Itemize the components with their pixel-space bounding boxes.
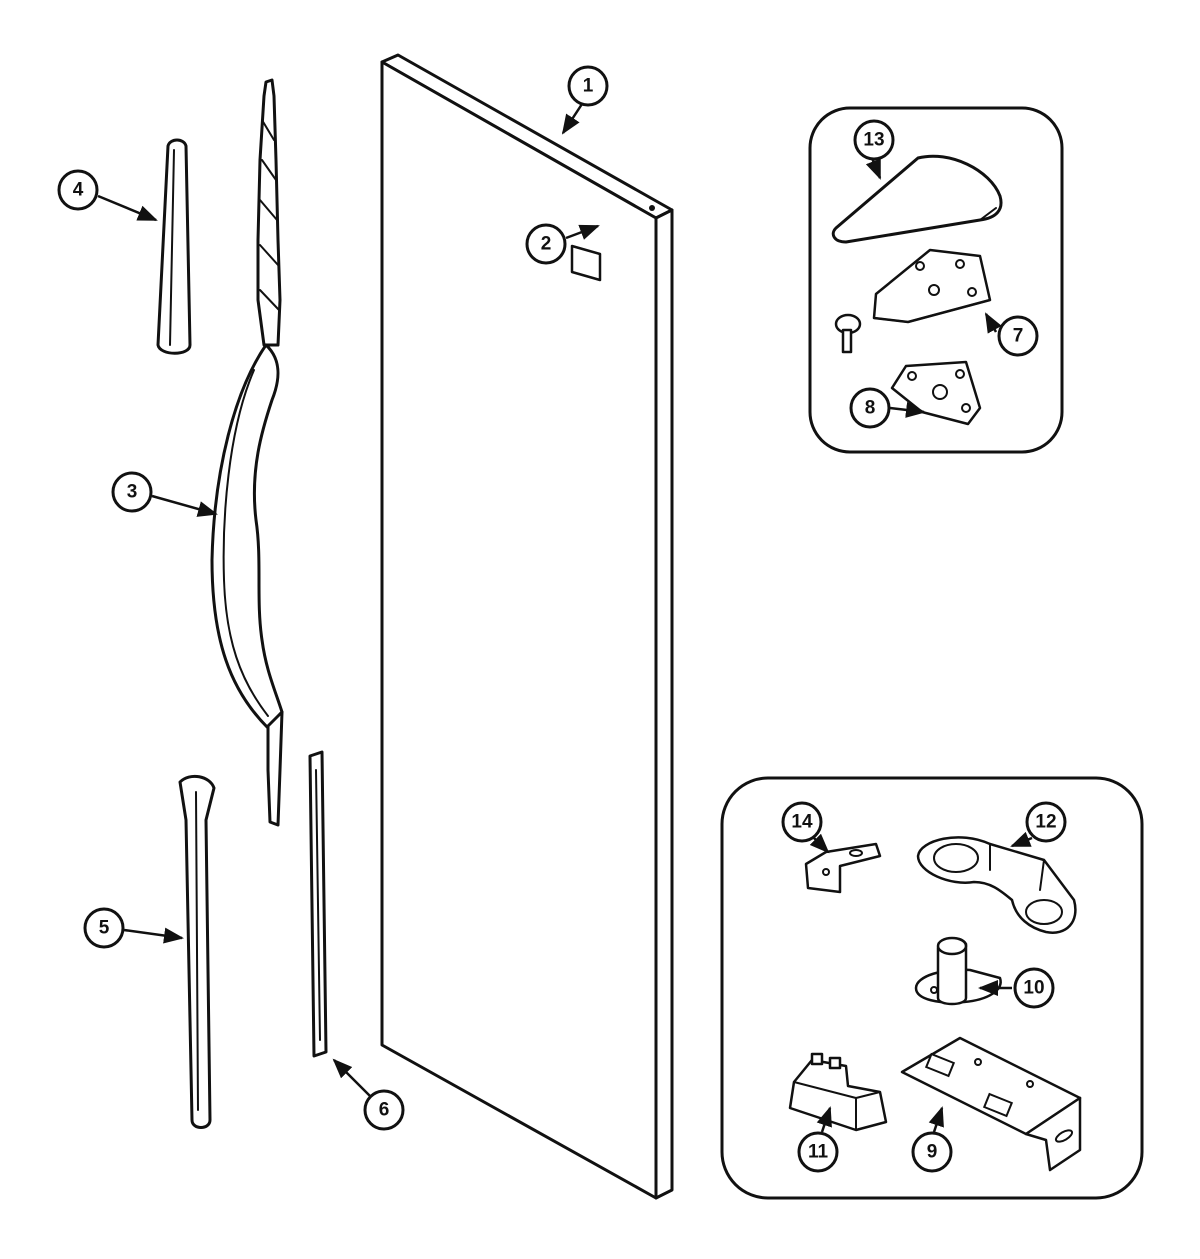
upper-hinge	[834, 248, 992, 354]
callout-5: 5	[83, 907, 125, 949]
svg-text:9: 9	[927, 1142, 938, 1163]
leader-lines	[97, 103, 1033, 1133]
hinge-shim	[890, 360, 982, 426]
callout-6: 6	[363, 1089, 405, 1131]
door-label	[570, 244, 602, 282]
svg-text:8: 8	[865, 398, 876, 419]
svg-text:1: 1	[583, 76, 594, 97]
svg-text:13: 13	[863, 130, 884, 151]
callout-13: 13	[853, 119, 895, 161]
hinge-cover-clip	[788, 1052, 888, 1132]
door-panel	[380, 53, 674, 1200]
handle-end-cap-top	[156, 138, 192, 355]
handle-trim-strip	[178, 774, 216, 1129]
svg-text:5: 5	[99, 918, 110, 939]
callout-7: 7	[997, 315, 1039, 357]
hinge-pin	[914, 936, 1002, 1006]
trim-strip-narrow	[308, 750, 328, 1058]
callout-11: 11	[797, 1131, 839, 1173]
door-handle	[210, 78, 284, 827]
hinge-cover	[831, 154, 1003, 244]
svg-text:7: 7	[1013, 326, 1024, 347]
callout-9: 9	[911, 1131, 953, 1173]
hinge-inset-bottom	[720, 776, 1144, 1200]
svg-text:10: 10	[1023, 978, 1044, 999]
callout-3: 3	[111, 471, 153, 513]
callout-14: 14	[781, 801, 823, 843]
callout-4: 4	[57, 169, 99, 211]
svg-text:6: 6	[379, 1100, 390, 1121]
svg-text:4: 4	[73, 180, 84, 201]
callout-10: 10	[1013, 967, 1055, 1009]
lower-hinge-bracket	[916, 836, 1077, 934]
small-bracket	[804, 842, 882, 894]
hinge-inset-top	[808, 106, 1064, 454]
svg-text:11: 11	[808, 1142, 829, 1163]
callout-2: 2	[525, 223, 567, 265]
callout-1: 1	[567, 65, 609, 107]
svg-text:2: 2	[541, 234, 552, 255]
callout-8: 8	[849, 387, 891, 429]
svg-text:3: 3	[127, 482, 138, 503]
svg-text:12: 12	[1035, 812, 1056, 833]
callout-12: 12	[1025, 801, 1067, 843]
svg-text:14: 14	[791, 812, 813, 833]
lower-hinge-plate	[900, 1036, 1082, 1172]
